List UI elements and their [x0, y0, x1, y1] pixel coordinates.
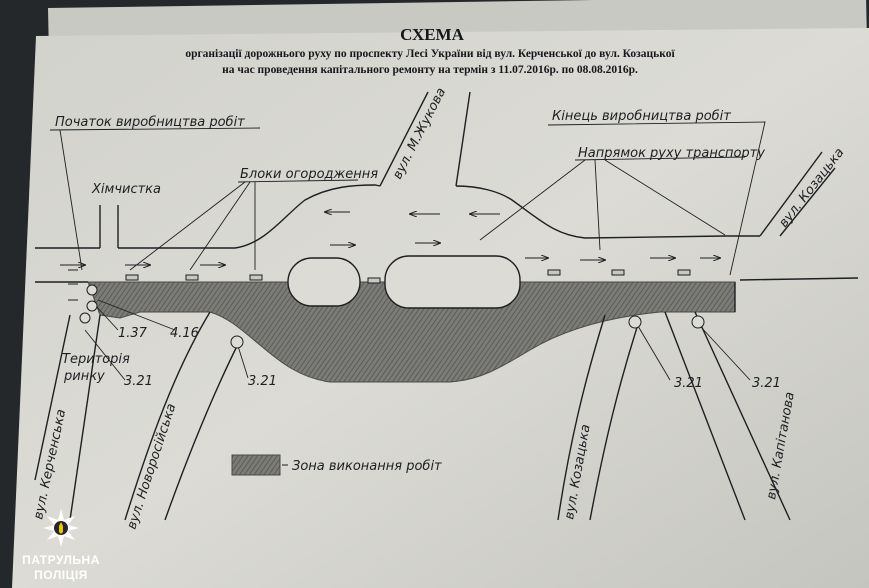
sign-label-3-21-d: 3.21 — [752, 376, 781, 391]
label-drycleaner: Хімчистка — [91, 182, 161, 197]
label-market-line2: ринку — [63, 369, 105, 384]
sign-label-3-21-b: 3.21 — [248, 374, 277, 389]
scheme-title: СХЕМА — [400, 25, 464, 44]
label-end-works: Кінець виробництва робіт — [552, 109, 731, 124]
traffic-light-marks — [68, 269, 78, 301]
work-zone-area — [87, 281, 736, 383]
sign-label-3-21-a: 3.21 — [124, 374, 153, 389]
label-start-works: Початок виробництва робіт — [55, 115, 245, 130]
label-work-zone: Зона виконання робіт — [292, 459, 442, 474]
median-island-large — [384, 255, 521, 309]
scheme-subtitle-line2: на час проведення капітального ремонту н… — [222, 64, 638, 76]
leader-lines — [49, 121, 766, 381]
label-market-line1: Територія — [62, 352, 130, 367]
road-signs — [79, 284, 705, 349]
label-barrier-blocks: Блоки огородження — [240, 167, 378, 182]
sign-label-1-37: 1.37 — [118, 326, 148, 341]
sign-label-3-21-c: 3.21 — [674, 376, 703, 391]
police-logo-line2: ПОЛІЦІЯ — [34, 568, 88, 582]
patrol-police-logo: ПАТРУЛЬНА ПОЛІЦІЯ — [6, 506, 116, 586]
police-star-icon — [43, 509, 79, 547]
scheme-subtitle-line1: організації дорожнього руху по проспекту… — [185, 48, 675, 60]
road-lines — [34, 91, 859, 521]
sign-label-4-16: 4.16 — [170, 326, 199, 341]
legend-work-zone-swatch — [231, 454, 281, 476]
median-island-small — [287, 257, 361, 307]
police-logo-line1: ПАТРУЛЬНА — [22, 553, 100, 567]
label-traffic-direction: Напрямок руху транспорту — [578, 146, 765, 161]
barrier-blocks — [125, 269, 691, 284]
